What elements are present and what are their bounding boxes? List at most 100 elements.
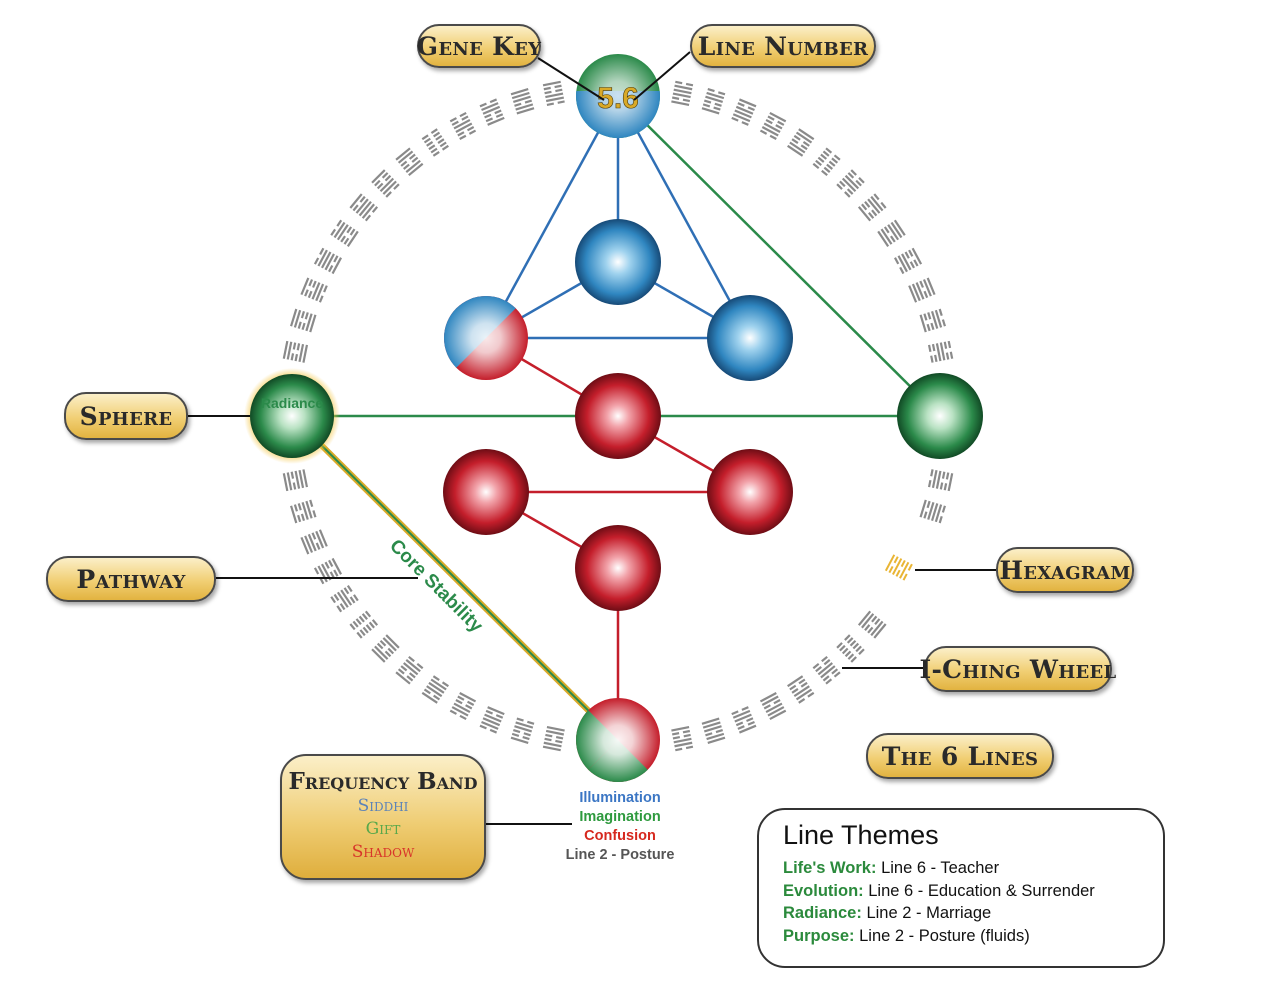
wheel-hexagram	[701, 717, 726, 744]
gene-key-value: 5.6	[597, 82, 639, 115]
wheel-hexagram	[330, 219, 359, 247]
sphere-left-blue-red	[444, 296, 528, 380]
wheel-hexagram	[787, 675, 815, 704]
wheel-hexagram	[290, 499, 317, 524]
wheel-hexagram	[395, 147, 424, 177]
wheel-hexagram	[510, 717, 535, 744]
pathway-name-label: Core Stability	[385, 535, 487, 637]
callout-pathway: Pathway	[46, 556, 216, 602]
wheel-hexagram	[282, 469, 309, 492]
theme-row: Life's Work: Line 6 - Teacher	[783, 857, 1163, 880]
theme-key: Radiance:	[783, 904, 862, 922]
wheel-hexagram	[395, 655, 424, 685]
wheel-hexagram	[479, 706, 505, 734]
wheel-hexagram	[787, 128, 815, 157]
sphere-name-label: Radiance	[261, 395, 323, 411]
wheel-hexagram	[731, 98, 757, 126]
theme-key: Purpose:	[783, 926, 855, 945]
wheel-hexagram	[371, 169, 400, 198]
callout-six-lines: The 6 Lines	[866, 733, 1054, 779]
sphere-right-blue	[707, 295, 793, 381]
callout-leaders	[186, 51, 997, 825]
frequency-band-title: Frequency Band	[288, 768, 478, 795]
callout-gene-key: Gene Key	[417, 24, 541, 68]
wheel-hexagram	[671, 80, 694, 107]
wheel-hexagram	[479, 98, 505, 126]
theme-row: Purpose: Line 2 - Posture (fluids)	[783, 925, 1163, 948]
wheel-hexagram	[759, 691, 787, 721]
spheres	[244, 54, 983, 782]
theme-value: Line 6 - Education & Surrender	[868, 881, 1095, 900]
frequency-band-box: Frequency Band Siddhi Gift Shadow	[280, 754, 486, 880]
wheel-hexagram	[812, 147, 841, 177]
theme-row: Evolution: Line 6 - Education & Surrende…	[783, 880, 1163, 903]
theme-key: Evolution:	[783, 881, 864, 900]
highlighted-hexagram	[884, 554, 913, 581]
wheel-hexagram	[510, 88, 535, 115]
label-illumination: Illumination	[579, 790, 661, 806]
sphere-radiance	[244, 368, 340, 464]
pathway-blue	[484, 95, 620, 339]
sphere-red	[575, 373, 661, 459]
band-siddhi: Siddhi	[357, 796, 409, 816]
wheel-hexagram	[349, 193, 379, 222]
band-shadow: Shadow	[351, 842, 415, 862]
theme-value: Line 6 - Teacher	[881, 859, 1000, 877]
callout-line-number: Line Number	[690, 24, 876, 68]
wheel-hexagram	[282, 340, 309, 363]
wheel-hexagram	[927, 469, 954, 492]
wheel-hexagram	[542, 725, 565, 752]
wheel-hexagram	[919, 499, 946, 524]
wheel-hexagram	[300, 529, 328, 555]
wheel-hexagram	[877, 219, 906, 247]
wheel-hexagram	[731, 706, 757, 734]
sphere-red	[575, 525, 661, 611]
wheel-hexagram	[290, 308, 317, 333]
line-themes-box: Line Themes Life's Work: Line 6 - Teache…	[757, 808, 1165, 968]
wheel-hexagram	[836, 169, 865, 198]
wheel-hexagram	[759, 111, 787, 141]
wheel-hexagram	[313, 557, 343, 585]
theme-value: Line 2 - Marriage	[866, 904, 992, 922]
sphere-center-top	[575, 219, 661, 305]
purpose-sphere-labels: Illumination Imagination Confusion Line …	[540, 789, 700, 865]
label-imagination: Imagination	[579, 809, 661, 825]
wheel-hexagram	[300, 277, 328, 303]
wheel-hexagram	[812, 655, 841, 685]
sphere-red	[443, 449, 529, 535]
theme-row: Radiance: Line 2 - Marriage	[783, 902, 1163, 925]
band-gift: Gift	[365, 819, 401, 839]
theme-key: Life's Work:	[783, 859, 877, 877]
label-confusion: Confusion	[584, 828, 656, 844]
wheel-hexagram	[836, 634, 865, 663]
iching-wheel	[282, 80, 954, 752]
wheel-hexagram	[313, 247, 343, 275]
wheel-hexagram	[349, 610, 379, 639]
sphere-right-green	[897, 373, 983, 459]
pathway-green	[617, 95, 941, 417]
wheel-hexagram	[330, 585, 359, 613]
wheel-hexagram	[421, 675, 449, 704]
wheel-hexagram	[919, 308, 946, 333]
wheel-hexagram	[908, 277, 936, 303]
wheel-hexagram	[857, 193, 887, 222]
wheel-hexagram	[449, 111, 477, 141]
label-line-posture: Line 2 - Posture	[565, 847, 675, 863]
sphere-red	[707, 449, 793, 535]
theme-value: Line 2 - Posture (fluids)	[859, 926, 1030, 945]
wheel-hexagram	[893, 247, 923, 275]
wheel-hexagram	[449, 691, 477, 721]
wheel-hexagram	[421, 128, 449, 157]
pathway-core-stability-inner	[291, 415, 619, 741]
callout-sphere: Sphere	[64, 392, 188, 440]
line-themes-title: Line Themes	[783, 820, 939, 850]
wheel-hexagram	[857, 610, 887, 639]
wheel-hexagram	[542, 80, 565, 107]
callout-hexagram: Hexagram	[996, 547, 1134, 593]
callout-iching-wheel: I-Ching Wheel	[920, 646, 1116, 692]
pathway-blue	[616, 95, 752, 339]
wheel-hexagram	[371, 634, 400, 663]
wheel-hexagram	[701, 88, 726, 115]
wheel-hexagram	[927, 340, 954, 363]
